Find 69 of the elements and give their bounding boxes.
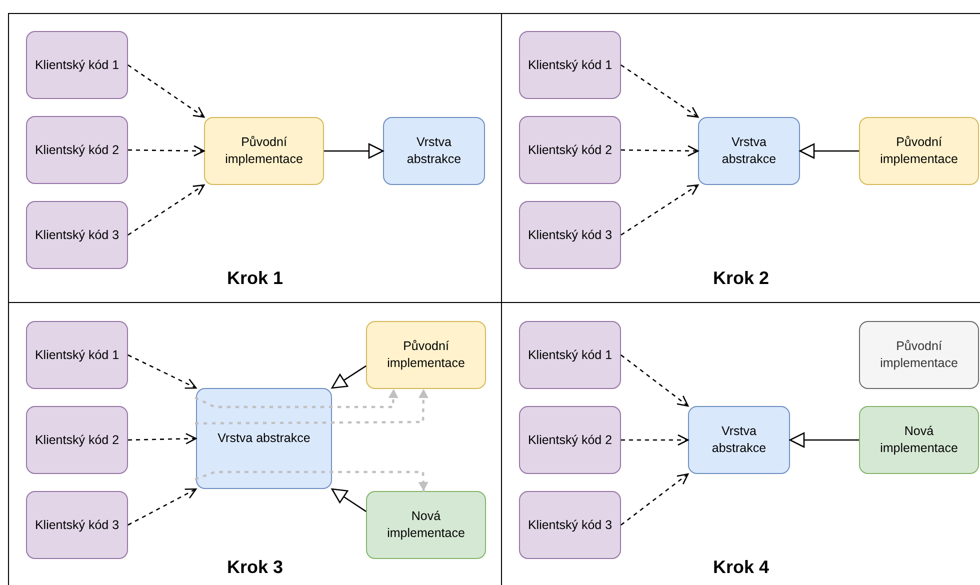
step-heading: Krok 3 — [226, 556, 284, 579]
arrow — [799, 143, 859, 159]
arrow — [128, 145, 205, 157]
process-box — [698, 117, 800, 185]
arrow — [194, 388, 428, 424]
arrow — [620, 473, 689, 526]
step-heading: Krok 4 — [712, 556, 770, 579]
box-label: Klientský kód 3 — [526, 226, 614, 244]
process-box — [383, 117, 485, 185]
box-label: Vrstva abstrakce — [720, 134, 778, 168]
box-label: Klientský kód 1 — [526, 346, 614, 364]
box-label: Klientský kód 2 — [34, 142, 120, 158]
process-box — [26, 31, 128, 99]
arrow — [621, 145, 699, 157]
arrow — [621, 434, 689, 446]
process-box — [519, 201, 621, 269]
process-box — [26, 406, 128, 474]
arrow — [331, 488, 366, 512]
box-label: Nová implementace — [386, 508, 466, 542]
process-box — [196, 388, 332, 489]
process-box — [519, 491, 621, 559]
process-box — [366, 491, 486, 559]
box-label: Původní implementace — [879, 338, 959, 372]
box-label: Vrstva abstrakce — [406, 134, 462, 168]
process-box — [26, 116, 128, 184]
process-box — [688, 406, 790, 474]
box-label: Klientský kód 2 — [34, 432, 120, 448]
box-label: Vrstva abstrakce — [216, 430, 312, 447]
box-label: Klientský kód 2 — [526, 142, 614, 158]
process-box — [859, 321, 979, 389]
box-label: Klientský kód 1 — [34, 346, 120, 364]
process-box — [519, 406, 621, 474]
process-box — [204, 117, 324, 185]
process-box — [26, 321, 128, 389]
arrow — [128, 354, 197, 389]
box-label: Klientský kód 1 — [526, 56, 614, 74]
box-label: Původní implementace — [386, 338, 466, 372]
arrow — [128, 433, 197, 444]
step-heading: Krok 1 — [226, 267, 284, 290]
box-label: Původní implementace — [224, 134, 304, 168]
box-label: Vrstva abstrakce — [710, 423, 768, 457]
arrow — [194, 388, 398, 408]
process-box — [366, 321, 486, 389]
box-label: Nová implementace — [879, 423, 959, 457]
arrow — [324, 143, 384, 159]
process-box — [519, 321, 621, 389]
arrow — [789, 432, 859, 448]
box-label: Klientský kód 3 — [34, 226, 120, 244]
process-box — [26, 491, 128, 559]
step-heading: Krok 2 — [712, 267, 770, 290]
process-box — [859, 406, 979, 474]
box-label: Původní implementace — [879, 134, 959, 168]
arrow — [620, 64, 699, 118]
step-panel — [8, 13, 502, 303]
arrow — [128, 184, 205, 236]
process-box — [859, 117, 979, 185]
box-label: Klientský kód 1 — [34, 56, 120, 74]
process-box — [519, 31, 621, 99]
arrow — [620, 354, 689, 407]
arrow — [128, 64, 205, 118]
box-label: Klientský kód 3 — [34, 516, 120, 534]
arrow — [194, 470, 428, 492]
box-label: Klientský kód 3 — [526, 516, 614, 534]
arrow — [128, 488, 197, 526]
arrow — [331, 365, 366, 389]
process-box — [26, 201, 128, 269]
box-label: Klientský kód 2 — [526, 432, 614, 448]
arrow — [620, 184, 699, 236]
process-box — [519, 116, 621, 184]
